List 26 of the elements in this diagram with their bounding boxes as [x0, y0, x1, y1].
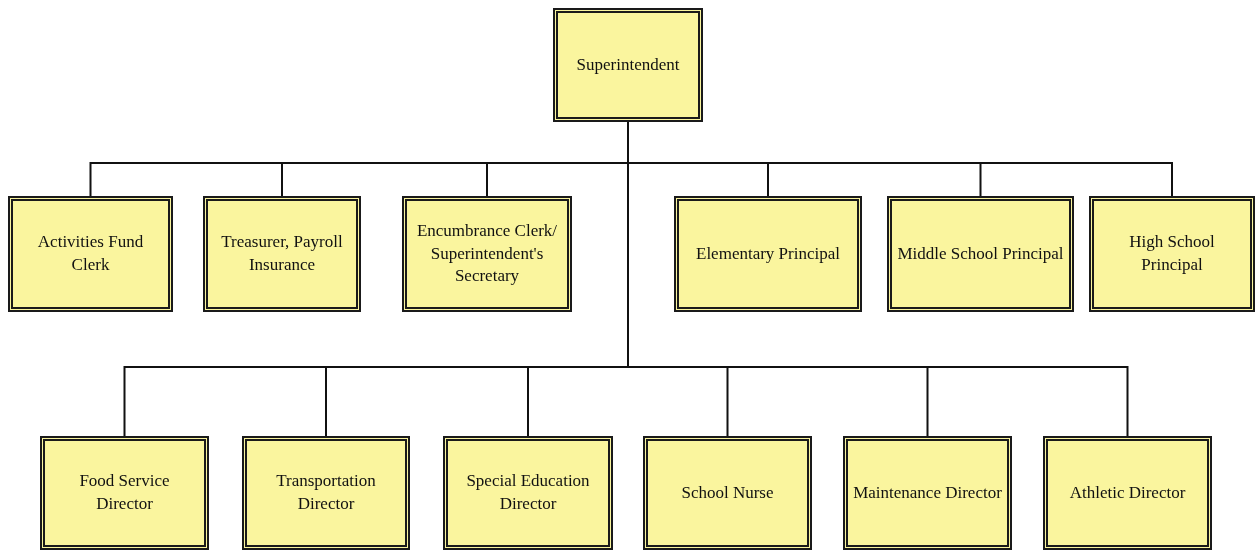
role-box — [242, 436, 410, 550]
role-title: Activities Fund Clerk — [36, 231, 145, 276]
role-box — [674, 196, 862, 312]
role-box — [402, 196, 572, 312]
role-box — [553, 8, 703, 122]
role-title: Elementary Principal — [696, 242, 840, 265]
role-box — [1043, 436, 1212, 550]
role-title: Middle School Principal — [897, 242, 1064, 265]
role-box — [443, 436, 613, 550]
role-title: Maintenance Director — [853, 481, 1002, 504]
role-box — [1089, 196, 1255, 312]
role-title: Food Service Director — [78, 470, 171, 515]
role-title: Athletic Director — [1069, 481, 1186, 504]
role-box — [203, 196, 361, 312]
role-box — [887, 196, 1074, 312]
role-title: School Nurse — [681, 481, 774, 504]
role-title: Superintendent — [576, 53, 680, 76]
role-title: Treasurer, Payroll Insurance — [220, 231, 344, 276]
role-box — [643, 436, 812, 550]
role-box — [843, 436, 1012, 550]
role-box — [40, 436, 209, 550]
role-title: High School Principal — [1128, 231, 1216, 276]
role-box — [8, 196, 173, 312]
role-title: Encumbrance Clerk/ Superintendent's Secretary — [415, 219, 559, 288]
role-title: Transportation Director — [275, 470, 377, 515]
role-title: Special Education Director — [465, 470, 591, 515]
